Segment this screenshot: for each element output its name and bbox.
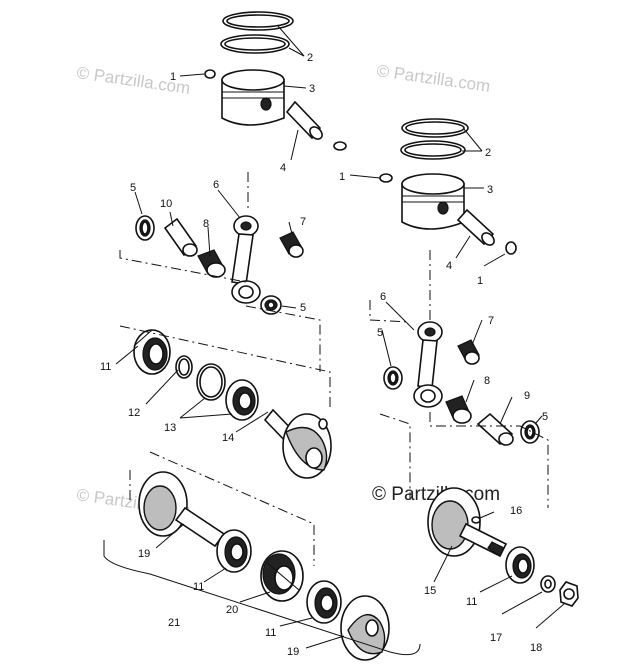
connecting-rod-left bbox=[231, 215, 261, 304]
leader-lines bbox=[115, 25, 565, 649]
callout-17: 17 bbox=[490, 632, 502, 644]
woodruff-key bbox=[471, 516, 481, 524]
callout-5-left-bottom: 5 bbox=[300, 302, 306, 314]
crank-pin-right bbox=[476, 412, 514, 446]
piston-right bbox=[401, 173, 465, 230]
callout-7-left: 7 bbox=[300, 216, 306, 228]
callout-15: 15 bbox=[424, 585, 436, 597]
piston-rings-upper bbox=[220, 11, 294, 54]
labyrinth-seal bbox=[260, 550, 304, 602]
thrust-washer-right-top bbox=[383, 366, 403, 390]
callout-19-left: 19 bbox=[138, 548, 150, 560]
callout-4-right: 4 bbox=[446, 260, 452, 272]
callout-16: 16 bbox=[510, 505, 522, 517]
connecting-rod-right bbox=[413, 321, 443, 408]
callout-11-bottom-1: 11 bbox=[193, 581, 204, 593]
callout-11-upper-left: 11 bbox=[100, 361, 111, 373]
callout-18: 18 bbox=[530, 642, 542, 654]
callout-8-left: 8 bbox=[203, 218, 209, 230]
circlip-right-bottom bbox=[505, 241, 517, 255]
thrust-washer-right-bottom bbox=[520, 420, 540, 444]
callout-2-right: 2 bbox=[485, 147, 491, 159]
callout-11-bottom-2: 11 bbox=[265, 627, 276, 639]
callout-12: 12 bbox=[128, 407, 140, 419]
assembly-lines bbox=[119, 172, 549, 566]
snap-ring-set bbox=[196, 363, 226, 401]
circlip-upper-left bbox=[204, 69, 216, 79]
needle-bearing-right-big bbox=[445, 395, 472, 424]
callout-9: 9 bbox=[524, 390, 530, 402]
callout-6-right: 6 bbox=[380, 291, 386, 303]
callout-7-right: 7 bbox=[488, 315, 494, 327]
crank-web-bottom-left bbox=[138, 471, 226, 548]
callout-8-right: 8 bbox=[484, 375, 490, 387]
callout-5-right-bottom: 5 bbox=[542, 411, 548, 423]
main-bearing-right bbox=[505, 546, 535, 584]
callout-6-left: 6 bbox=[213, 179, 219, 191]
crankshaft-bottom-section bbox=[138, 471, 390, 661]
thrust-washer-left-bottom bbox=[260, 295, 282, 315]
crank-half-left bbox=[263, 408, 332, 479]
callouts: 2 1 3 4 2 1 3 4 1 5 10 6 8 7 5 6 5 7 8 9… bbox=[100, 52, 548, 658]
conrod-group-left bbox=[135, 215, 304, 315]
conrod-group-right bbox=[383, 321, 540, 446]
main-bearing-left-top bbox=[133, 329, 171, 375]
piston-assembly-right bbox=[379, 118, 517, 255]
piston-pin-right bbox=[456, 208, 495, 246]
callout-1-right: 1 bbox=[477, 275, 483, 287]
callout-1-upper: 1 bbox=[170, 71, 176, 83]
needle-bearing-right-small bbox=[457, 339, 480, 365]
callout-21: 21 bbox=[168, 617, 180, 629]
callout-19-bottom: 19 bbox=[287, 646, 299, 658]
circlip-right-top bbox=[379, 173, 393, 183]
callout-4-upper: 4 bbox=[280, 162, 286, 174]
seal-ring bbox=[175, 355, 193, 379]
callout-10: 10 bbox=[160, 198, 172, 210]
main-bearing-left-mid bbox=[225, 379, 259, 421]
piston-assembly-upper bbox=[204, 11, 347, 151]
callout-3-upper: 3 bbox=[309, 83, 315, 95]
crankshaft-right-section bbox=[427, 487, 579, 607]
callout-11-right: 11 bbox=[466, 596, 477, 608]
crank-pin-left bbox=[163, 217, 198, 257]
piston-upper bbox=[221, 69, 285, 126]
callout-1-middle: 1 bbox=[339, 171, 345, 183]
watermark-top-right: © Partzilla.com bbox=[375, 61, 491, 96]
callout-2-upper: 2 bbox=[307, 52, 313, 64]
main-bearing-bottom-1 bbox=[216, 529, 252, 573]
callout-13: 13 bbox=[164, 422, 176, 434]
thrust-washer-left-top bbox=[135, 215, 155, 241]
needle-bearing-left-big bbox=[197, 249, 226, 278]
callout-5-right-top: 5 bbox=[377, 327, 383, 339]
circlip-upper-right bbox=[333, 141, 347, 151]
piston-pin-upper bbox=[285, 100, 323, 140]
callout-3-right: 3 bbox=[487, 184, 493, 196]
nut-right bbox=[559, 581, 579, 607]
crankshaft-left-section bbox=[133, 329, 332, 479]
crank-web-bottom-right bbox=[340, 595, 390, 661]
callout-20: 20 bbox=[226, 604, 238, 616]
main-bearing-bottom-2 bbox=[306, 580, 342, 624]
piston-rings-right bbox=[400, 118, 469, 160]
callout-5-left-top: 5 bbox=[130, 182, 136, 194]
assembly-bracket-21 bbox=[103, 540, 421, 656]
washer-right bbox=[540, 575, 556, 593]
needle-bearing-left-small bbox=[279, 231, 304, 258]
callout-14: 14 bbox=[222, 432, 234, 444]
crank-half-right bbox=[427, 487, 508, 558]
